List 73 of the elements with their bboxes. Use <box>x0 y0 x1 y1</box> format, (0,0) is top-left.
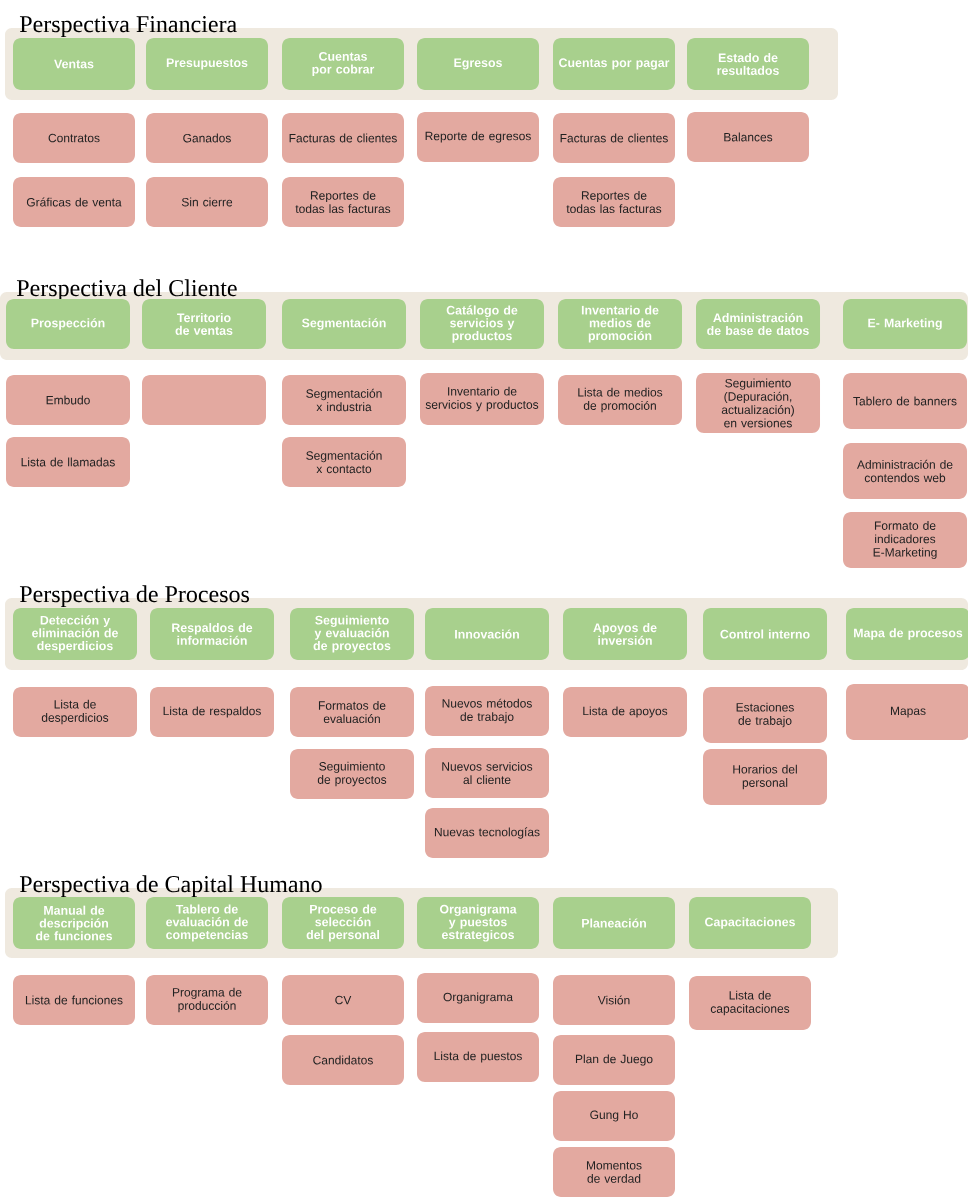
item-box: Nuevos métodos de trabajo <box>425 686 549 736</box>
item-box: Lista de funciones <box>13 975 135 1025</box>
category-box: Organigrama y puestos estrategicos <box>417 897 539 949</box>
section-heading: Perspectiva del Cliente <box>16 279 237 302</box>
category-box: Capacitaciones <box>689 897 811 949</box>
item-box: Administración de contendos web <box>843 443 967 499</box>
category-box: Estado de resultados <box>687 38 809 90</box>
category-box: Innovación <box>425 608 549 660</box>
item-box: Balances <box>687 112 809 162</box>
category-box: Mapa de procesos <box>846 608 968 660</box>
category-box: Territorio de ventas <box>142 299 266 349</box>
category-box: Manual de descripción de funciones <box>13 897 135 949</box>
item-box: Seguimiento (Depuración, actualización) en versiones <box>696 373 820 433</box>
category-box: Tablero de evaluación de competencias <box>146 897 268 949</box>
item-box: Formato de indicadores E-Marketing <box>843 512 967 568</box>
item-box: Candidatos <box>282 1035 404 1085</box>
section-heading: Perspectiva Financiera <box>19 16 237 38</box>
item-box: Lista de desperdicios <box>13 687 137 737</box>
category-box: Detección y eliminación de desperdicios <box>13 608 137 660</box>
item-box: Plan de Juego <box>553 1035 675 1085</box>
item-box: Lista de medios de promoción <box>558 375 682 425</box>
item-box: Lista de puestos <box>417 1032 539 1082</box>
item-box: Embudo <box>6 375 130 425</box>
item-box: Segmentación x industria <box>282 375 406 425</box>
item-box: Gráficas de venta <box>13 177 135 227</box>
section-heading: Perspectiva de Procesos <box>19 585 249 608</box>
item-box: Inventario de servicios y productos <box>420 373 544 425</box>
category-box: Respaldos de información <box>150 608 274 660</box>
item-box: Estaciones de trabajo <box>703 687 827 743</box>
category-box: Seguimiento y evaluación de proyectos <box>290 608 414 660</box>
item-box <box>142 375 266 425</box>
item-box: Programa de producción <box>146 975 268 1025</box>
item-box: Lista de apoyos <box>563 687 687 737</box>
item-box: Contratos <box>13 113 135 163</box>
category-box: Cuentas por cobrar <box>282 38 404 90</box>
item-box: Nuevos servicios al cliente <box>425 748 549 798</box>
category-box: Cuentas por pagar <box>553 38 675 90</box>
category-box: Administración de base de datos <box>696 299 820 349</box>
item-box: Nuevas tecnologías <box>425 808 549 858</box>
item-box: Horarios del personal <box>703 749 827 805</box>
category-box: Control interno <box>703 608 827 660</box>
category-box: Planeación <box>553 897 675 949</box>
item-box: Organigrama <box>417 973 539 1023</box>
category-box: Presupuestos <box>146 38 268 90</box>
item-box: Ganados <box>146 113 268 163</box>
item-box: Formatos de evaluación <box>290 687 414 737</box>
item-box: Facturas de clientes <box>553 113 675 163</box>
item-box: Reporte de egresos <box>417 112 539 162</box>
item-box: CV <box>282 975 404 1025</box>
item-box: Sin cierre <box>146 177 268 227</box>
item-box: Lista de respaldos <box>150 687 274 737</box>
item-box: Lista de capacitaciones <box>689 976 811 1030</box>
category-box: Prospección <box>6 299 130 349</box>
item-box: Segmentación x contacto <box>282 437 406 487</box>
item-box: Momentos de verdad <box>553 1147 675 1197</box>
item-box: Gung Ho <box>553 1091 675 1141</box>
category-box: Apoyos de inversión <box>563 608 687 660</box>
item-box: Visión <box>553 975 675 1025</box>
category-box: Catálogo de servicios y productos <box>420 299 544 349</box>
item-box: Seguimiento de proyectos <box>290 749 414 799</box>
category-box: Segmentación <box>282 299 406 349</box>
category-box: E- Marketing <box>843 299 967 349</box>
category-box: Proceso de selección del personal <box>282 897 404 949</box>
item-box: Reportes de todas las facturas <box>553 177 675 227</box>
item-box: Reportes de todas las facturas <box>282 177 404 227</box>
item-box: Facturas de clientes <box>282 113 404 163</box>
item-box: Mapas <box>846 684 968 740</box>
category-box: Inventario de medios de promoción <box>558 299 682 349</box>
item-box: Lista de llamadas <box>6 437 130 487</box>
item-box: Tablero de banners <box>843 373 967 429</box>
category-box: Ventas <box>13 38 135 90</box>
section-heading: Perspectiva de Capital Humano <box>19 875 322 898</box>
category-box: Egresos <box>417 38 539 90</box>
